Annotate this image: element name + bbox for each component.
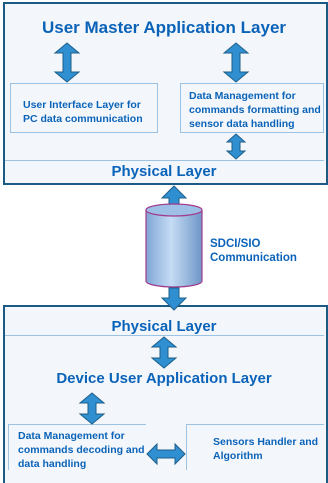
double-arrow-icon <box>150 336 178 369</box>
double-arrow-icon <box>222 42 250 83</box>
data-management-formatting-box: Data Management for commands formatting … <box>180 83 324 133</box>
data-management-decoding-box: Data Management for commands decoding an… <box>8 424 146 470</box>
communication-label: Communication <box>210 252 297 264</box>
user-interface-layer-box: User Interface Layer for PC data communi… <box>10 83 158 133</box>
master-physical-layer-title: Physical Layer <box>111 163 217 180</box>
master-application-layer-title: User Master Application Layer <box>41 18 287 37</box>
horizontal-double-arrow-icon <box>146 442 186 466</box>
device-physical-separator <box>5 335 324 336</box>
physical-layer-separator <box>5 160 324 161</box>
sdci-label: SDCI/SIO <box>210 238 261 250</box>
double-arrow-icon <box>53 42 81 83</box>
down-arrow-icon <box>160 287 188 311</box>
double-arrow-icon <box>78 392 106 425</box>
communication-cylinder-icon <box>145 203 203 288</box>
sensors-handler-box: Sensors Handler and Algorithm <box>186 424 324 470</box>
double-arrow-icon <box>225 133 247 160</box>
device-user-application-layer-title: Device User Application Layer <box>56 370 272 387</box>
device-physical-layer-title: Physical Layer <box>111 318 217 335</box>
